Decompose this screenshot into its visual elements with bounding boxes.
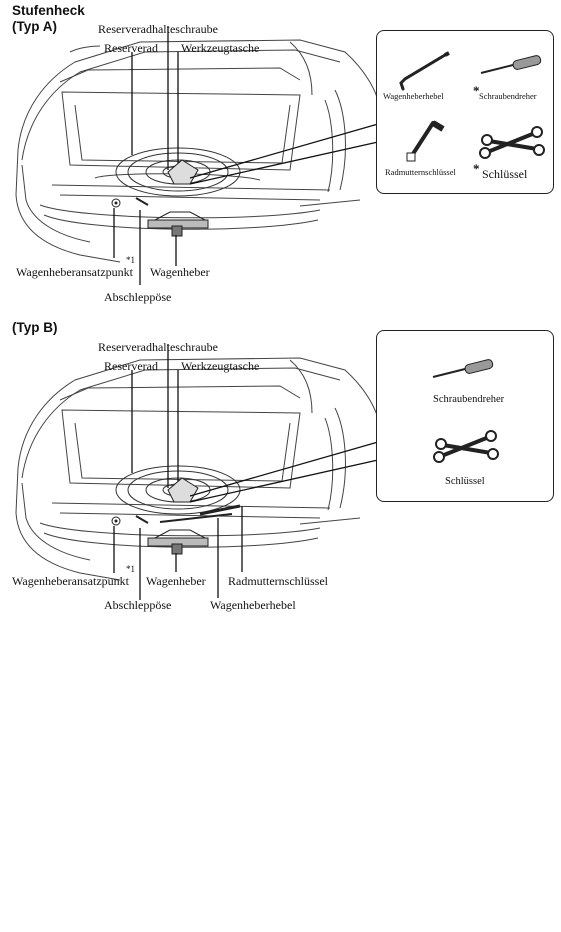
label-wrench-b: Schlüssel (445, 476, 485, 487)
label-tool-bag-b: Werkzeugtasche (181, 359, 260, 373)
wrench-icon (479, 126, 545, 159)
screwdriver-marker-a: * (473, 83, 480, 98)
label-jack-lever-a: Wagenheberhebel (383, 91, 444, 101)
label-lug-wrench-b: Radmutternschlüssel (228, 574, 328, 588)
label-spare-wheel-bolt-b: Reserveradhalteschraube (98, 340, 218, 354)
trunk-illustration-b (15, 344, 381, 600)
label-jack-a: Wagenheber (150, 265, 210, 279)
label-spare-wheel-a: Reserverad (104, 41, 158, 55)
screwdriver-icon (480, 55, 542, 74)
label-screwdriver-b: Schraubendreher (433, 394, 505, 405)
footnote-marker-a: *1 (126, 255, 135, 265)
lug-wrench-icon (406, 120, 445, 162)
jack-lever-icon (399, 51, 450, 91)
label-tool-bag-a: Werkzeugtasche (181, 41, 260, 55)
trunk-illustration-a (15, 26, 381, 285)
label-spare-wheel-bolt-a: Reserveradhalteschraube (98, 22, 218, 36)
footnote-marker-b: *1 (126, 564, 135, 574)
label-wrench-a: Schlüssel (482, 167, 528, 181)
label-jack-point-b: Wagenheberansatzpunkt (12, 574, 129, 588)
section-a-heading-line1: Stufenheck (12, 3, 85, 18)
screwdriver-icon-b (432, 359, 494, 378)
wrench-marker-a: * (473, 161, 480, 176)
tools-callout-b: Schraubendreher Schlüssel (376, 330, 554, 502)
label-tow-eye-a: Abschleppöse (104, 290, 172, 304)
label-lug-wrench-a: Radmutternschlüssel (385, 167, 456, 177)
label-jack-point-a: Wagenheberansatzpunkt (16, 265, 133, 279)
wrench-icon-b (433, 430, 499, 463)
label-jack-lever-b: Wagenheberhebel (210, 598, 296, 612)
label-tow-eye-b: Abschleppöse (104, 598, 172, 612)
section-a-heading-line2: (Typ A) (12, 19, 57, 34)
label-screwdriver-a: Schraubendreher (479, 91, 537, 101)
label-spare-wheel-b: Reserverad (104, 359, 158, 373)
label-jack-b: Wagenheber (146, 574, 206, 588)
section-b-heading: (Typ B) (12, 320, 58, 335)
tools-callout-a: Wagenheberhebel * Schraubendreher Radmut… (376, 30, 554, 194)
